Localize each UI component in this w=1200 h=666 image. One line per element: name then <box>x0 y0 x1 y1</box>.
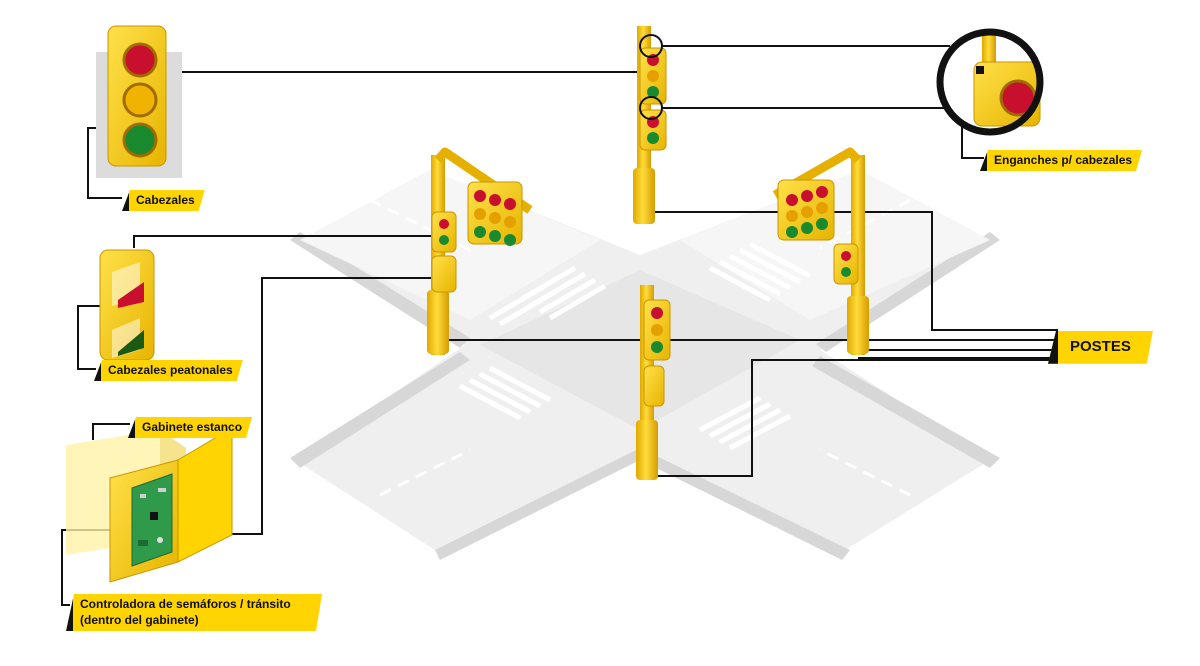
crosswalk-north <box>488 265 607 327</box>
label-enganches-text: Enganches p/ cabezales <box>994 153 1133 167</box>
hook-highlight-bottom <box>639 96 663 120</box>
label-postes-text: POSTES <box>1070 338 1131 355</box>
hook-detail-magnifier <box>936 28 1044 136</box>
cabinet-detail <box>66 427 233 583</box>
traffic-head-detail <box>96 25 182 178</box>
connector-lines <box>61 45 1058 606</box>
controller-board <box>131 473 173 567</box>
sidewalk-edge-s-left <box>435 448 640 560</box>
traffic-head-left-pole <box>431 211 457 293</box>
label-cabezales-peatonales: Cabezales peatonales <box>94 360 243 381</box>
traffic-head-mast-right <box>777 179 835 241</box>
label-gabinete-estanco: Gabinete estanco <box>128 417 252 438</box>
hook-highlight-top <box>639 34 663 58</box>
traffic-head-front <box>643 299 671 407</box>
label-gabinete-text: Gabinete estanco <box>142 420 243 434</box>
sidewalk-edge-nw <box>290 232 470 348</box>
traffic-head-back <box>639 47 667 151</box>
label-peatonales-text: Cabezales peatonales <box>108 363 233 377</box>
pole-right <box>772 147 869 355</box>
pole-left <box>427 147 533 355</box>
sidewalk-edge-se <box>812 356 1000 468</box>
label-postes: POSTES <box>1048 331 1153 364</box>
traffic-head-mast-left <box>467 181 523 246</box>
crosswalk-west <box>458 365 552 421</box>
sidewalk-edge-sw <box>290 352 470 468</box>
pedestrian-head-detail <box>99 249 155 361</box>
label-cabezales-text: Cabezales <box>136 193 195 207</box>
pole-back <box>633 26 667 224</box>
traffic-head-right-pole <box>833 243 859 285</box>
crosswalk-south <box>698 395 792 451</box>
label-controladora-line2: (dentro del gabinete) <box>80 612 199 627</box>
label-enganches: Enganches p/ cabezales <box>980 150 1142 171</box>
label-controladora: Controladora de semáforos / tránsito(den… <box>66 594 322 631</box>
label-cabezales: Cabezales <box>122 190 205 211</box>
pole-front <box>636 285 671 480</box>
crosswalk-east <box>708 241 812 303</box>
label-controladora-line1: Controladora de semáforos / tránsito <box>80 597 291 611</box>
